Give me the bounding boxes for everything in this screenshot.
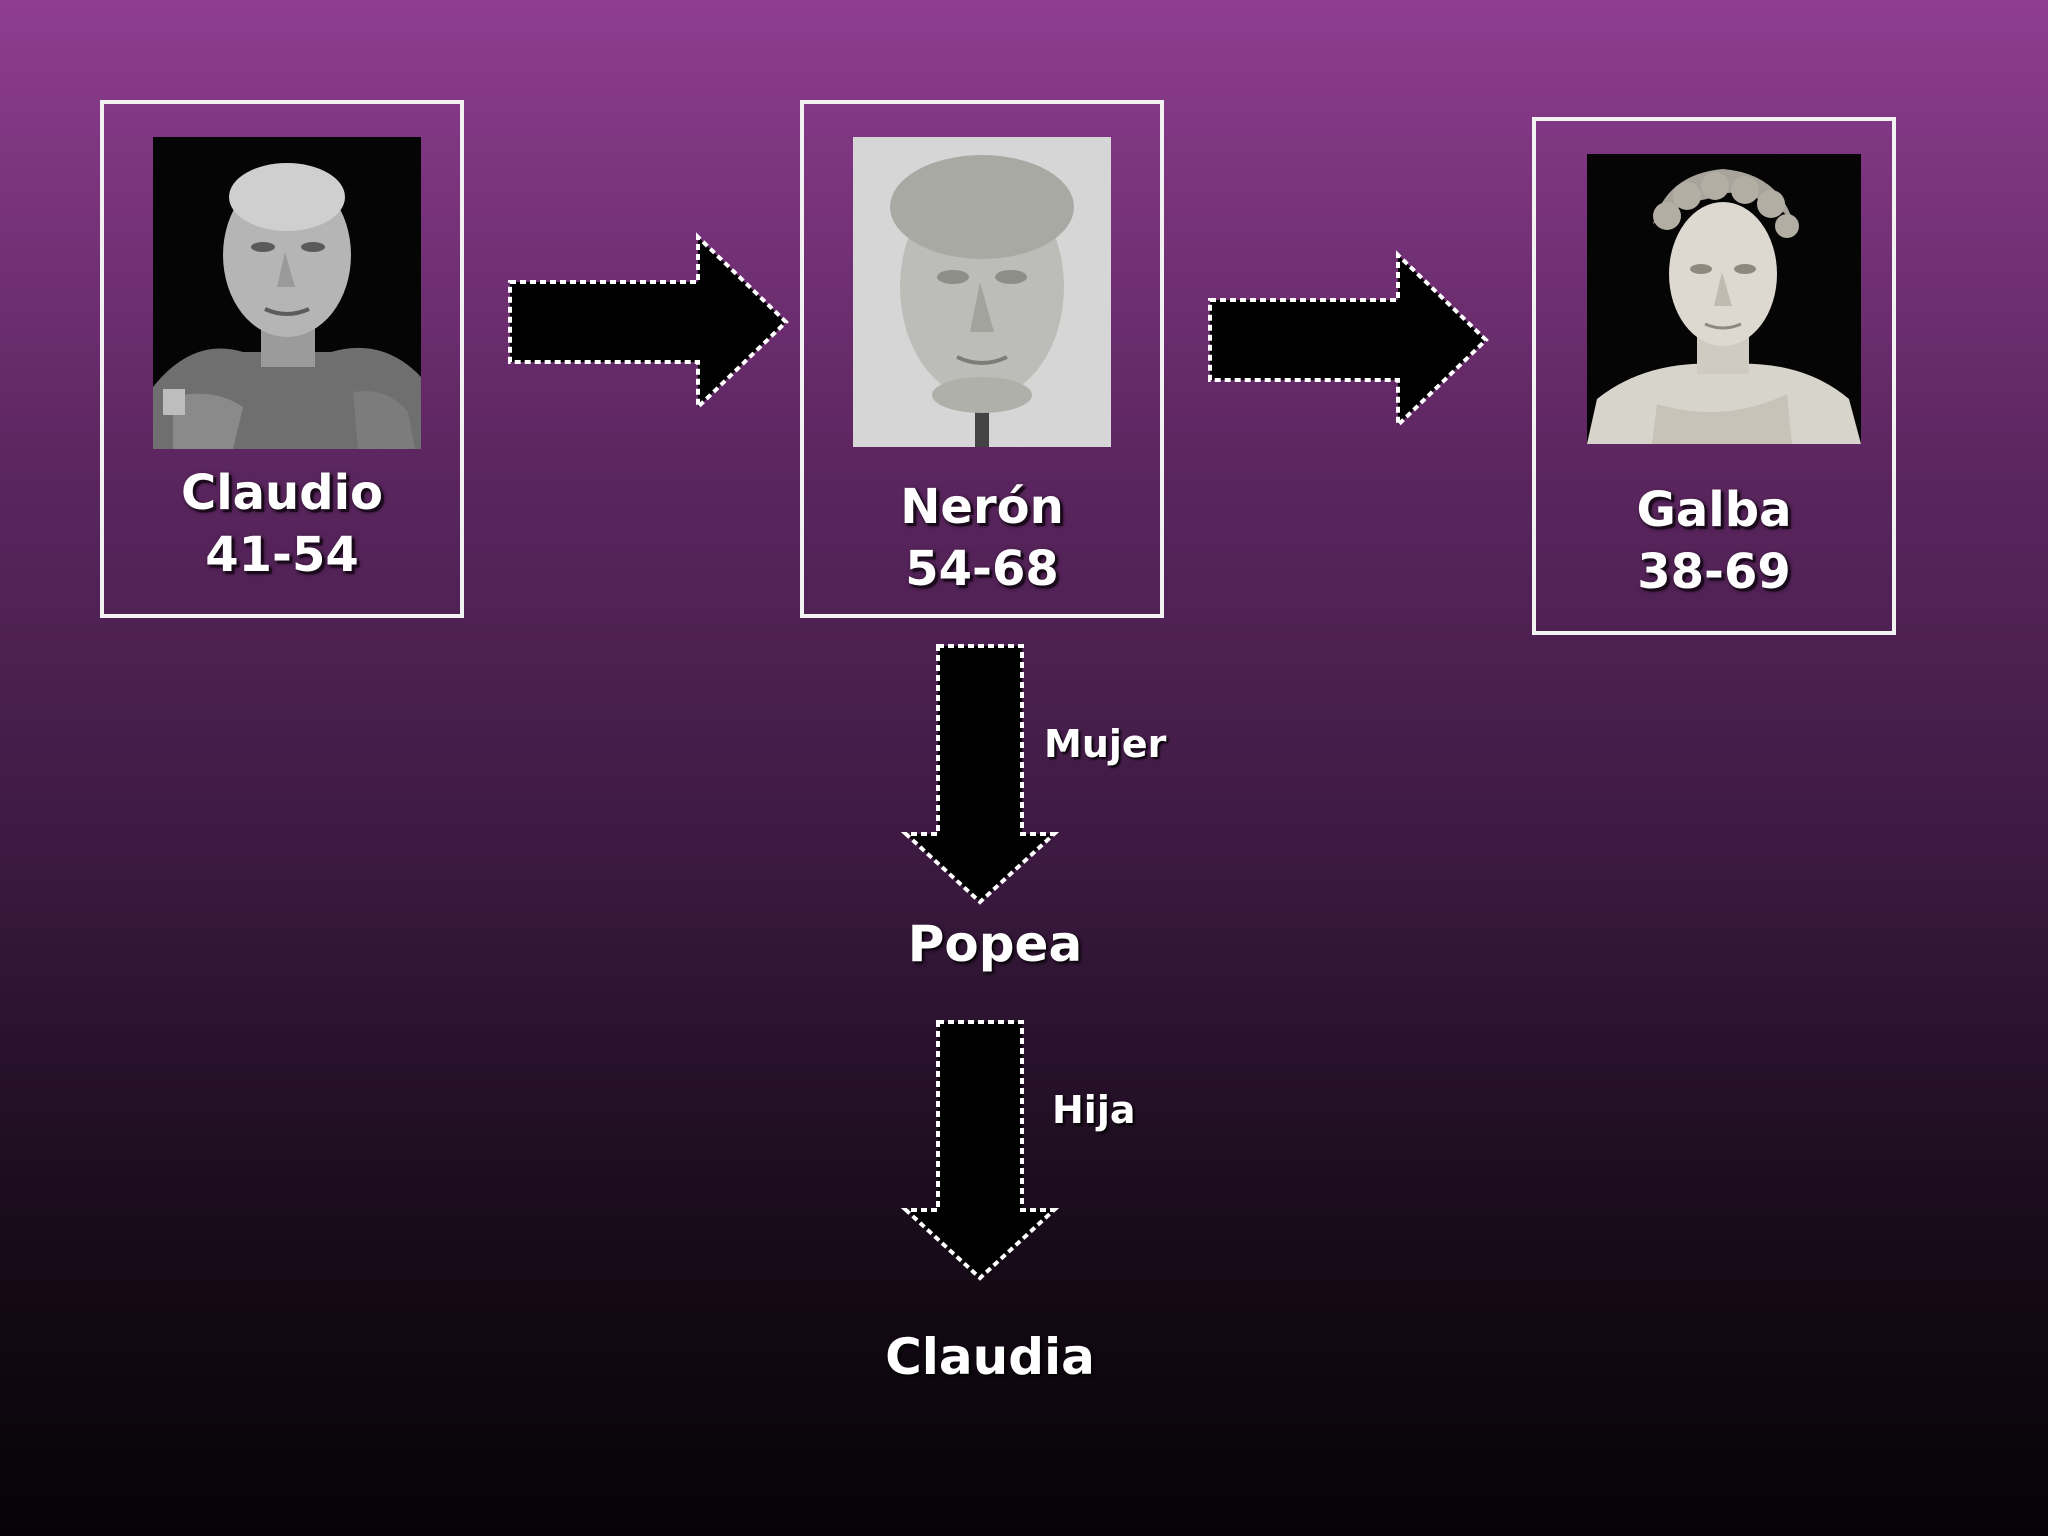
card-neron: Nerón 54-68: [800, 100, 1164, 618]
card-caption-claudio: Claudio 41-54: [104, 462, 460, 586]
arrow-down-daughter: [900, 1020, 1060, 1281]
arrow-right-neron-galba: [1208, 250, 1489, 430]
card-claudio: Claudio 41-54: [100, 100, 464, 618]
portrait-neron: [853, 137, 1111, 447]
arrow-down-wife: [900, 644, 1060, 905]
emperor-name-claudio: Claudio: [180, 465, 384, 521]
emperor-name-galba: Galba: [1636, 482, 1792, 538]
card-caption-galba: Galba 38-69: [1536, 479, 1892, 603]
person-name-popea: Popea: [907, 915, 1083, 973]
card-galba: Galba 38-69: [1532, 117, 1896, 635]
relation-label-daughter: Hija: [1052, 1088, 1136, 1132]
emperor-years-claudio: 41-54: [205, 527, 359, 583]
emperor-years-neron: 54-68: [905, 541, 1059, 597]
emperor-name-neron: Nerón: [900, 479, 1064, 535]
card-caption-neron: Nerón 54-68: [804, 476, 1160, 600]
portrait-galba: [1587, 154, 1861, 444]
emperor-years-galba: 38-69: [1637, 544, 1791, 600]
portrait-claudio: [153, 137, 421, 449]
arrow-right-claudio-neron: [508, 232, 789, 412]
person-name-claudia: Claudia: [885, 1328, 1095, 1386]
relation-label-wife: Mujer: [1044, 722, 1167, 766]
